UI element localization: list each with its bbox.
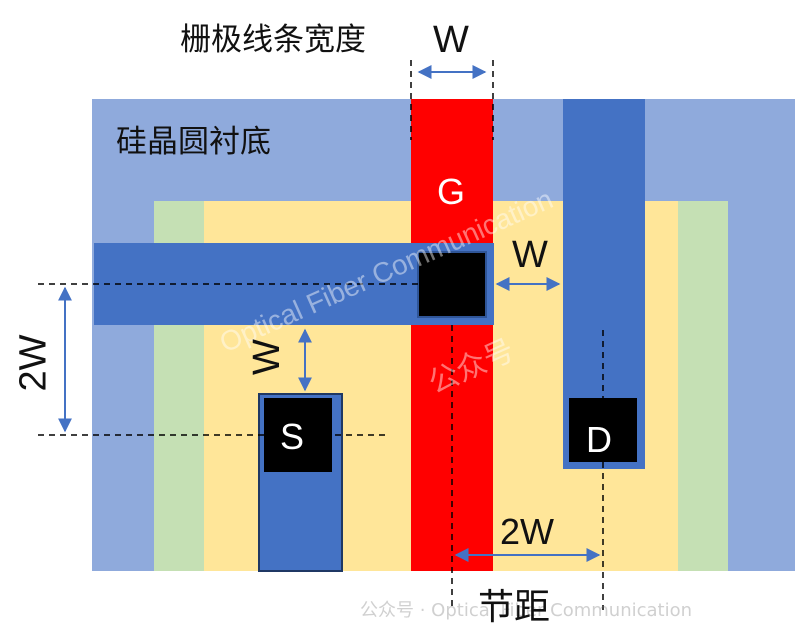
pitch-label: 节距	[478, 587, 551, 628]
substrate-label: 硅晶圆衬底	[116, 124, 271, 160]
two-w-bottom-label: 2W	[500, 511, 554, 552]
drain-label: D	[586, 419, 612, 460]
source-label: S	[280, 416, 305, 457]
gate-contact	[417, 251, 487, 318]
watermark-footer: 公众号 · Optical Fiber Communication	[360, 600, 693, 621]
gate-line-width-label: 栅极线条宽度	[180, 22, 366, 58]
w-right-label: W	[512, 234, 548, 276]
two-w-left-label: 2W	[12, 334, 55, 392]
w-left-label: W	[245, 339, 288, 375]
gate-label: G	[437, 171, 466, 212]
w-top-label: W	[433, 19, 469, 61]
source-contact	[264, 398, 332, 472]
green-region-right	[678, 201, 728, 571]
